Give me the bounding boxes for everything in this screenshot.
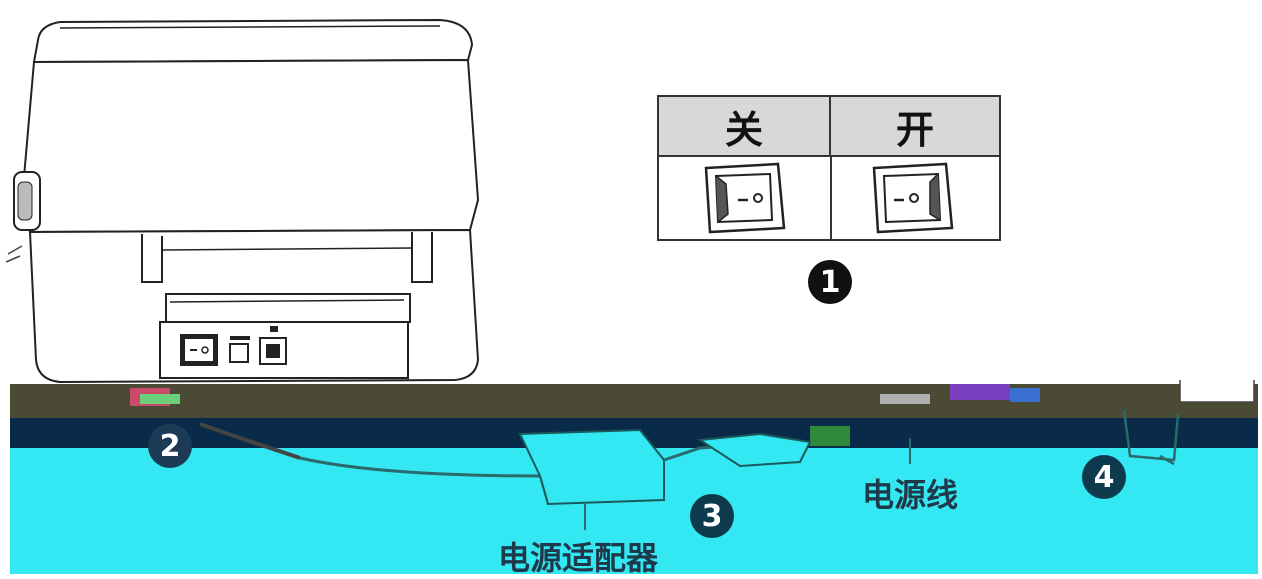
paper-slot: [165, 293, 411, 323]
printer-illustration: [5, 18, 480, 384]
step-1-badge: 1: [808, 260, 852, 304]
switch-off-illustration: [704, 162, 786, 234]
step-1-number: 1: [819, 264, 841, 300]
printer-lid: [32, 18, 474, 64]
step-4-number: 4: [1093, 459, 1115, 495]
step-3-badge: 3: [690, 494, 734, 538]
dc-port: [229, 343, 249, 363]
step-3-number: 3: [701, 498, 723, 534]
printer-body: [20, 58, 480, 234]
switch-off-header: 关: [659, 97, 831, 155]
cable-adapter-illustration: [130, 380, 1255, 530]
switch-on-illustration: [872, 162, 954, 234]
dark-band: [10, 384, 1258, 418]
switch-on-header: 开: [831, 97, 999, 155]
step-2-badge: 2: [148, 424, 192, 468]
power-adapter-label: 电源适配器: [498, 539, 659, 577]
power-adapter-brick: [518, 428, 665, 506]
step-2-number: 2: [159, 428, 181, 464]
switch-state-table: 关 开: [657, 95, 1001, 241]
step-4-badge: 4: [1082, 455, 1126, 499]
power-cord-label: 电源线: [862, 476, 959, 514]
wall-plug: [1122, 409, 1180, 462]
